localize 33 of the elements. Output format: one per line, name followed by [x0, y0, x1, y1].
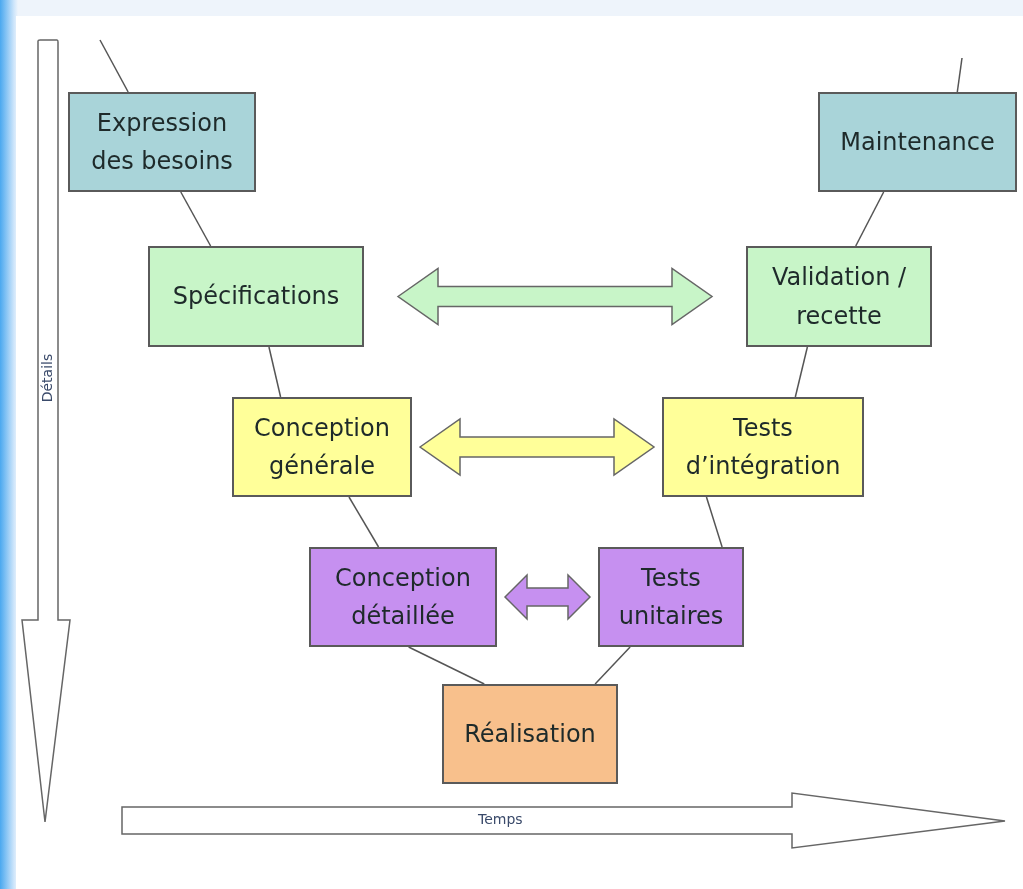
double-arrow — [418, 417, 656, 477]
phase-box — [148, 246, 364, 347]
connector-line — [268, 346, 282, 398]
phase-box — [68, 92, 256, 192]
phase-label: Spécifications — [172, 281, 340, 313]
connector-line — [180, 191, 212, 247]
connector-line — [348, 496, 380, 548]
phase-label: Expression des besoins — [90, 107, 234, 177]
phase-label: Maintenance — [840, 126, 995, 158]
connector-line — [794, 346, 809, 398]
connector-line — [956, 57, 963, 93]
phase-box — [818, 92, 1017, 192]
phase-box — [662, 397, 864, 497]
connector-line — [855, 191, 885, 247]
phase-box — [232, 397, 412, 497]
connector-line — [407, 646, 485, 685]
phase-label: Conception générale — [253, 412, 391, 482]
phase-label: Tests unitaires — [617, 562, 725, 632]
axis-label: Détails — [39, 353, 56, 403]
phase-label: Conception détaillée — [334, 562, 472, 632]
phase-label: Tests d’intégration — [684, 412, 842, 482]
phase-box — [309, 547, 497, 647]
axis-label: Temps — [478, 811, 523, 827]
connector-line — [705, 496, 723, 548]
phase-label: Validation / recette — [770, 262, 908, 332]
double-arrow — [396, 267, 714, 326]
double-arrow — [503, 573, 592, 621]
phase-box — [746, 246, 932, 347]
phase-label: Réalisation — [464, 718, 596, 750]
phase-box — [598, 547, 744, 647]
phase-box — [442, 684, 618, 784]
connector-line — [594, 646, 631, 685]
connector-line — [99, 39, 129, 93]
